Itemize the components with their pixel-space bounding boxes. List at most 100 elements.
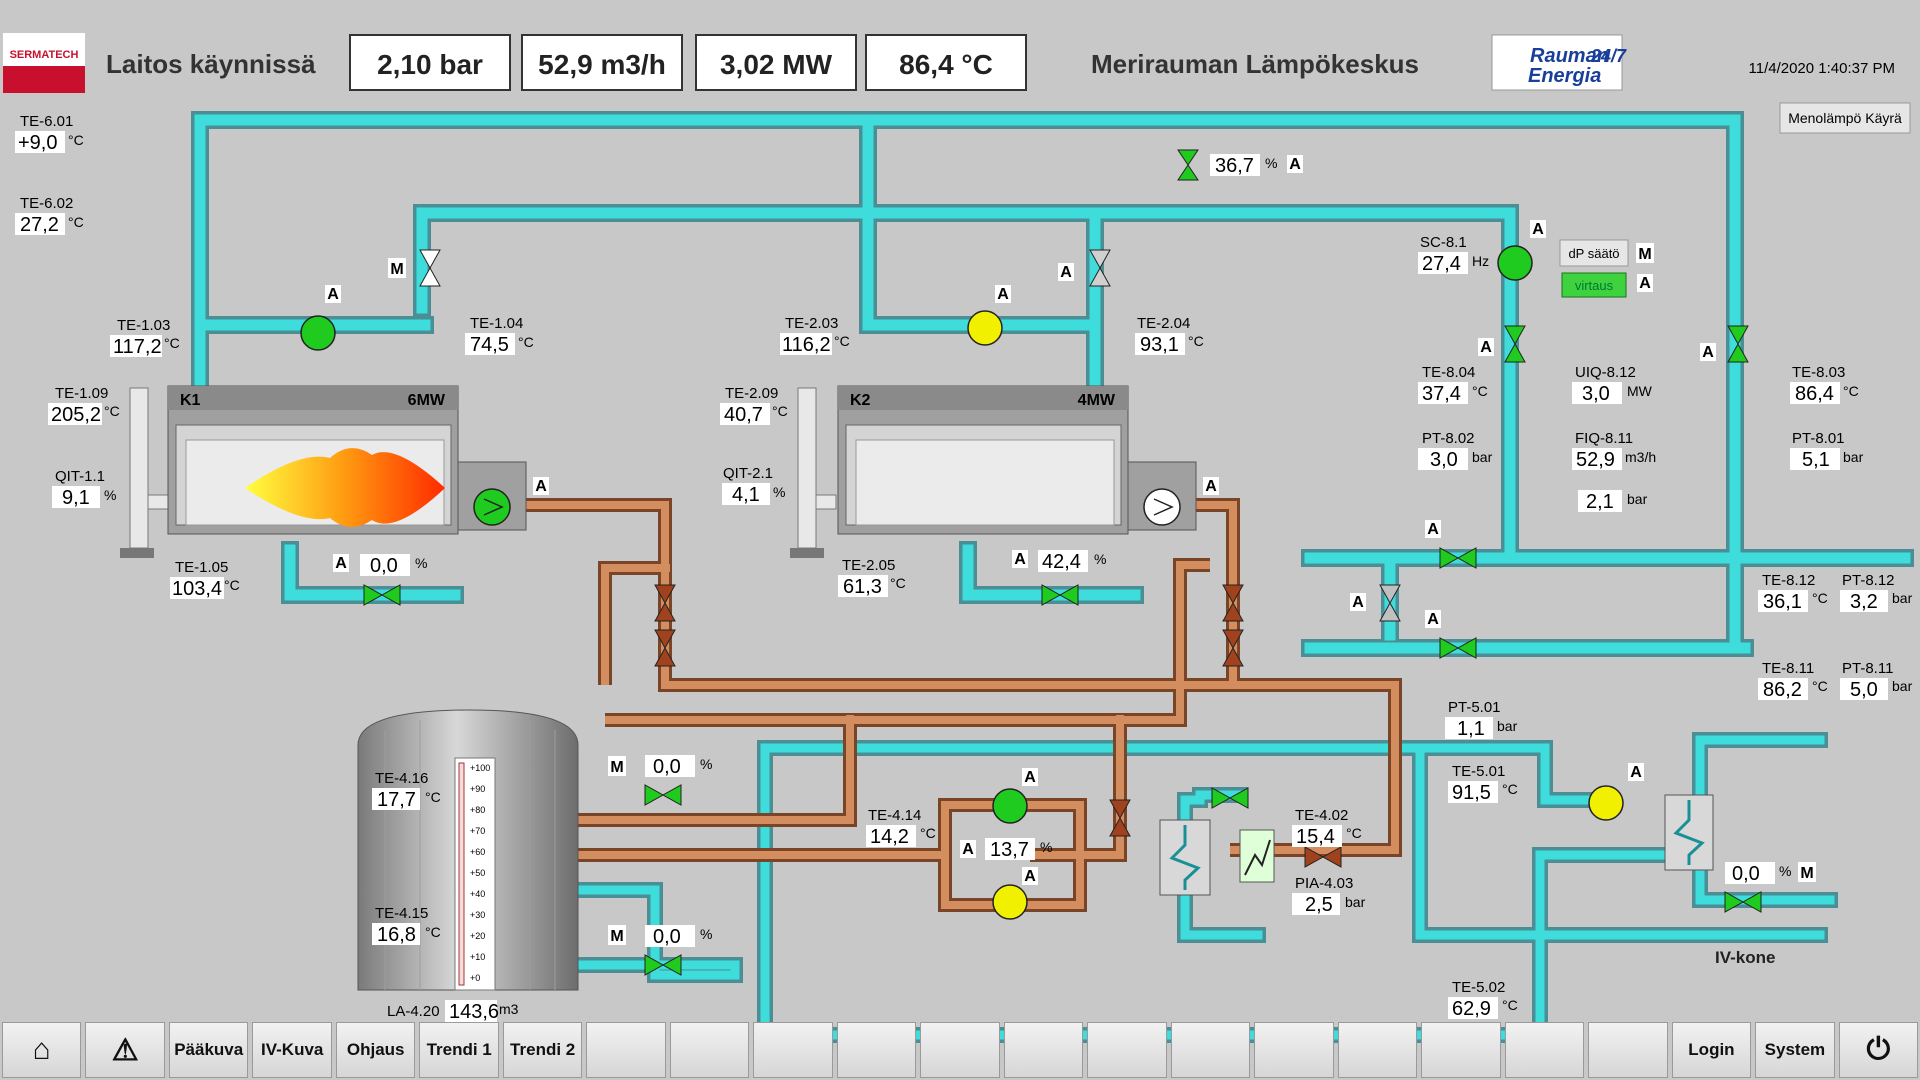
login-button[interactable]: Login bbox=[1671, 1022, 1752, 1078]
k2valve-unit: % bbox=[1094, 551, 1106, 567]
pt801-unit: bar bbox=[1843, 449, 1864, 465]
iv-kuva-button[interactable]: IV-Kuva bbox=[252, 1022, 332, 1078]
k1-pump-icon[interactable] bbox=[473, 488, 511, 526]
dp-unit: bar bbox=[1627, 491, 1648, 507]
te803-tag: TE-8.03 bbox=[1792, 364, 1845, 381]
svg-text:M: M bbox=[610, 928, 623, 945]
power-icon: ⏻ bbox=[1866, 1033, 1891, 1066]
te602-value: 27,2 bbox=[20, 214, 59, 236]
paakuva-button[interactable]: Pääkuva bbox=[168, 1022, 249, 1078]
menolampo-button[interactable] bbox=[1779, 102, 1911, 134]
storage-tank: +100 +90 +80 +70 +60 +50 +40 +30 +20 +10… bbox=[357, 709, 579, 991]
system-button[interactable]: System bbox=[1755, 1022, 1835, 1078]
k1-mix-valve-icon bbox=[654, 629, 676, 667]
svg-text:+90: +90 bbox=[470, 784, 485, 794]
iv-kone-label: IV-kone bbox=[1715, 948, 1775, 967]
valves[interactable] bbox=[363, 149, 1762, 976]
pia403-tag: PIA-4.03 bbox=[1295, 875, 1353, 892]
virtaus-button[interactable] bbox=[1561, 272, 1627, 298]
return-line-valve-icon bbox=[1439, 637, 1477, 659]
power-button[interactable]: ⏻ bbox=[1838, 1022, 1919, 1078]
empty-button-1[interactable] bbox=[586, 1022, 666, 1078]
fiq811-tag: FIQ-8.11 bbox=[1575, 430, 1633, 447]
supply-valve-icon bbox=[1439, 547, 1477, 569]
mode-badge-auto: A A A A A A A A A A A A A A A A A A A bbox=[325, 155, 1716, 885]
svg-text:A: A bbox=[1480, 339, 1492, 356]
trendi2-button[interactable]: Trendi 2 bbox=[502, 1022, 583, 1078]
k1-rating: 6MW bbox=[408, 392, 446, 409]
te601-value: +9,0 bbox=[18, 132, 57, 154]
empty-button-11[interactable] bbox=[1421, 1022, 1501, 1078]
mode-badges[interactable]: A A A A A A A A A A A A A A A A A A A M … bbox=[325, 155, 1816, 945]
te415-tag: TE-4.15 bbox=[375, 905, 428, 922]
te109-value: 205,2 bbox=[51, 404, 101, 426]
empty-button-13[interactable] bbox=[1588, 1022, 1668, 1078]
svg-text:A: A bbox=[1014, 551, 1026, 568]
empty-button-7[interactable] bbox=[1087, 1022, 1167, 1078]
tank-scale: +100 +90 +80 +70 +60 +50 +40 +30 +20 +10… bbox=[470, 763, 490, 983]
boiler-k2[interactable]: K2 4MW bbox=[790, 385, 1197, 558]
pt801-tag: PT-8.01 bbox=[1792, 430, 1845, 447]
k1-bypass-valve-icon bbox=[419, 249, 441, 287]
empty-button-10[interactable] bbox=[1337, 1022, 1418, 1078]
empty-button-9[interactable] bbox=[1254, 1022, 1334, 1078]
ohjaus-button[interactable]: Ohjaus bbox=[335, 1022, 416, 1078]
k2-pump-icon[interactable] bbox=[1143, 488, 1181, 526]
k2-mix-valve-icon bbox=[1222, 629, 1244, 667]
empty-button-12[interactable] bbox=[1504, 1022, 1585, 1078]
te601-unit: °C bbox=[68, 132, 84, 148]
trendi1-button[interactable]: Trendi 1 bbox=[419, 1022, 499, 1078]
svg-text:A: A bbox=[1060, 264, 1072, 281]
svg-text:A: A bbox=[1352, 594, 1364, 611]
sc81-valve-icon bbox=[1504, 325, 1526, 363]
home-button[interactable]: ⌂ bbox=[2, 1022, 82, 1078]
svg-text:+20: +20 bbox=[470, 931, 485, 941]
top-valve-icon bbox=[1177, 149, 1199, 181]
te416-unit: °C bbox=[425, 789, 441, 805]
empty-button-4[interactable] bbox=[836, 1022, 917, 1078]
te602-unit: °C bbox=[68, 214, 84, 230]
te104-unit: °C bbox=[518, 334, 534, 350]
sc81-tag: SC-8.1 bbox=[1420, 234, 1467, 251]
svg-text:A: A bbox=[1427, 521, 1439, 538]
te804-unit: °C bbox=[1472, 383, 1488, 399]
svg-text:A: A bbox=[335, 555, 347, 572]
te103-tag: TE-1.03 bbox=[117, 317, 170, 334]
heat-exchangers[interactable] bbox=[1159, 794, 1714, 896]
te109-unit: °C bbox=[104, 403, 120, 419]
te414-value: 14,2 bbox=[870, 826, 909, 848]
empty-button-2[interactable] bbox=[669, 1022, 750, 1078]
empty-button-3[interactable] bbox=[753, 1022, 833, 1078]
empty-button-8[interactable] bbox=[1170, 1022, 1251, 1078]
dp-control-button[interactable] bbox=[1559, 239, 1629, 267]
te416-tag: TE-4.16 bbox=[375, 770, 428, 787]
k1valve-unit: % bbox=[415, 555, 427, 571]
te105-unit: °C bbox=[224, 577, 240, 593]
svg-text:+70: +70 bbox=[470, 826, 485, 836]
empty-button-5[interactable] bbox=[920, 1022, 1000, 1078]
uiq812-value: 3,0 bbox=[1582, 383, 1610, 405]
footer-nav: ⌂ ⚠ Pääkuva IV-Kuva Ohjaus Trendi 1 Tren… bbox=[0, 1020, 1920, 1080]
pumps[interactable] bbox=[300, 245, 1624, 920]
pt802-unit: bar bbox=[1472, 449, 1493, 465]
warning-icon: ⚠ bbox=[111, 1033, 139, 1067]
boiler-k1[interactable]: K1 6MW bbox=[120, 385, 527, 558]
svg-text:A: A bbox=[327, 286, 339, 303]
qit11-unit: % bbox=[104, 487, 116, 503]
tankvalve1-value: 0,0 bbox=[653, 756, 681, 778]
pt501-tag: PT-5.01 bbox=[1448, 699, 1501, 716]
te203-unit: °C bbox=[834, 333, 850, 349]
svg-text:+100: +100 bbox=[470, 763, 490, 773]
te205-value: 61,3 bbox=[843, 576, 882, 598]
empty-button-6[interactable] bbox=[1003, 1022, 1084, 1078]
fiq811-value: 52,9 bbox=[1576, 449, 1615, 471]
svg-text:+60: +60 bbox=[470, 847, 485, 857]
dp-control-label: dP säätö bbox=[1568, 246, 1619, 261]
k2-rating: 4MW bbox=[1078, 392, 1116, 409]
loopvalve-unit: % bbox=[1040, 839, 1052, 855]
te104-tag: TE-1.04 bbox=[470, 315, 523, 332]
flame-icon bbox=[245, 448, 445, 528]
te501-tag: TE-5.01 bbox=[1452, 763, 1505, 780]
pt811-unit: bar bbox=[1892, 678, 1913, 694]
alarm-button[interactable]: ⚠ bbox=[85, 1022, 165, 1078]
